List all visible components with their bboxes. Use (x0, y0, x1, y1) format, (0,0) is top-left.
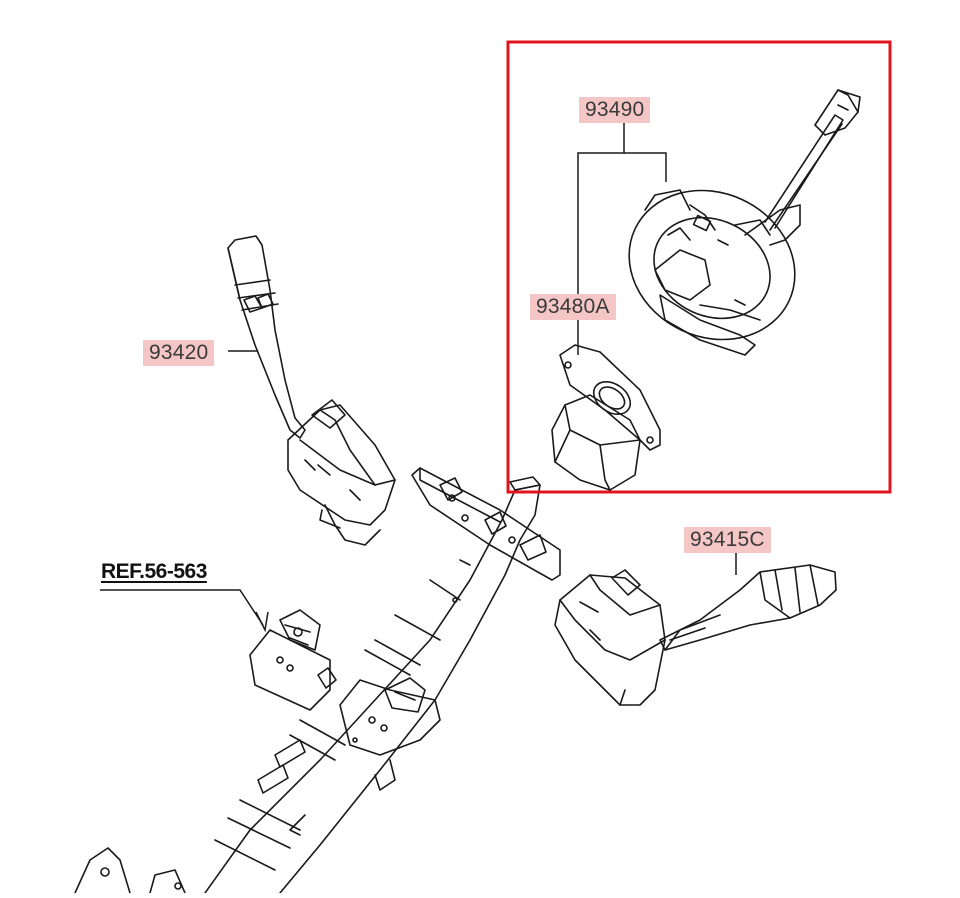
column-lower-bracket (74, 847, 186, 894)
leader-ref (100, 589, 264, 626)
highlight-box (506, 40, 892, 494)
label-93415c: 93415C (684, 527, 771, 553)
plate (551, 344, 661, 491)
steering-column (204, 476, 541, 894)
label-93480a: 93480A (530, 294, 616, 320)
wiper-switch (227, 235, 396, 546)
label-93420: 93420 (143, 340, 215, 366)
column-upper-bracket (411, 467, 561, 581)
column-mid-bracket (249, 609, 441, 791)
clock-spring (628, 89, 861, 356)
leader-lines (100, 122, 737, 633)
light-switch (554, 564, 837, 706)
label-ref-56-563: REF.56-563 (101, 560, 207, 583)
leader-93490-plate (577, 122, 625, 296)
label-93490: 93490 (579, 97, 651, 123)
leader-93490-clock-spring (624, 152, 667, 182)
ref-arrowhead (255, 611, 269, 633)
